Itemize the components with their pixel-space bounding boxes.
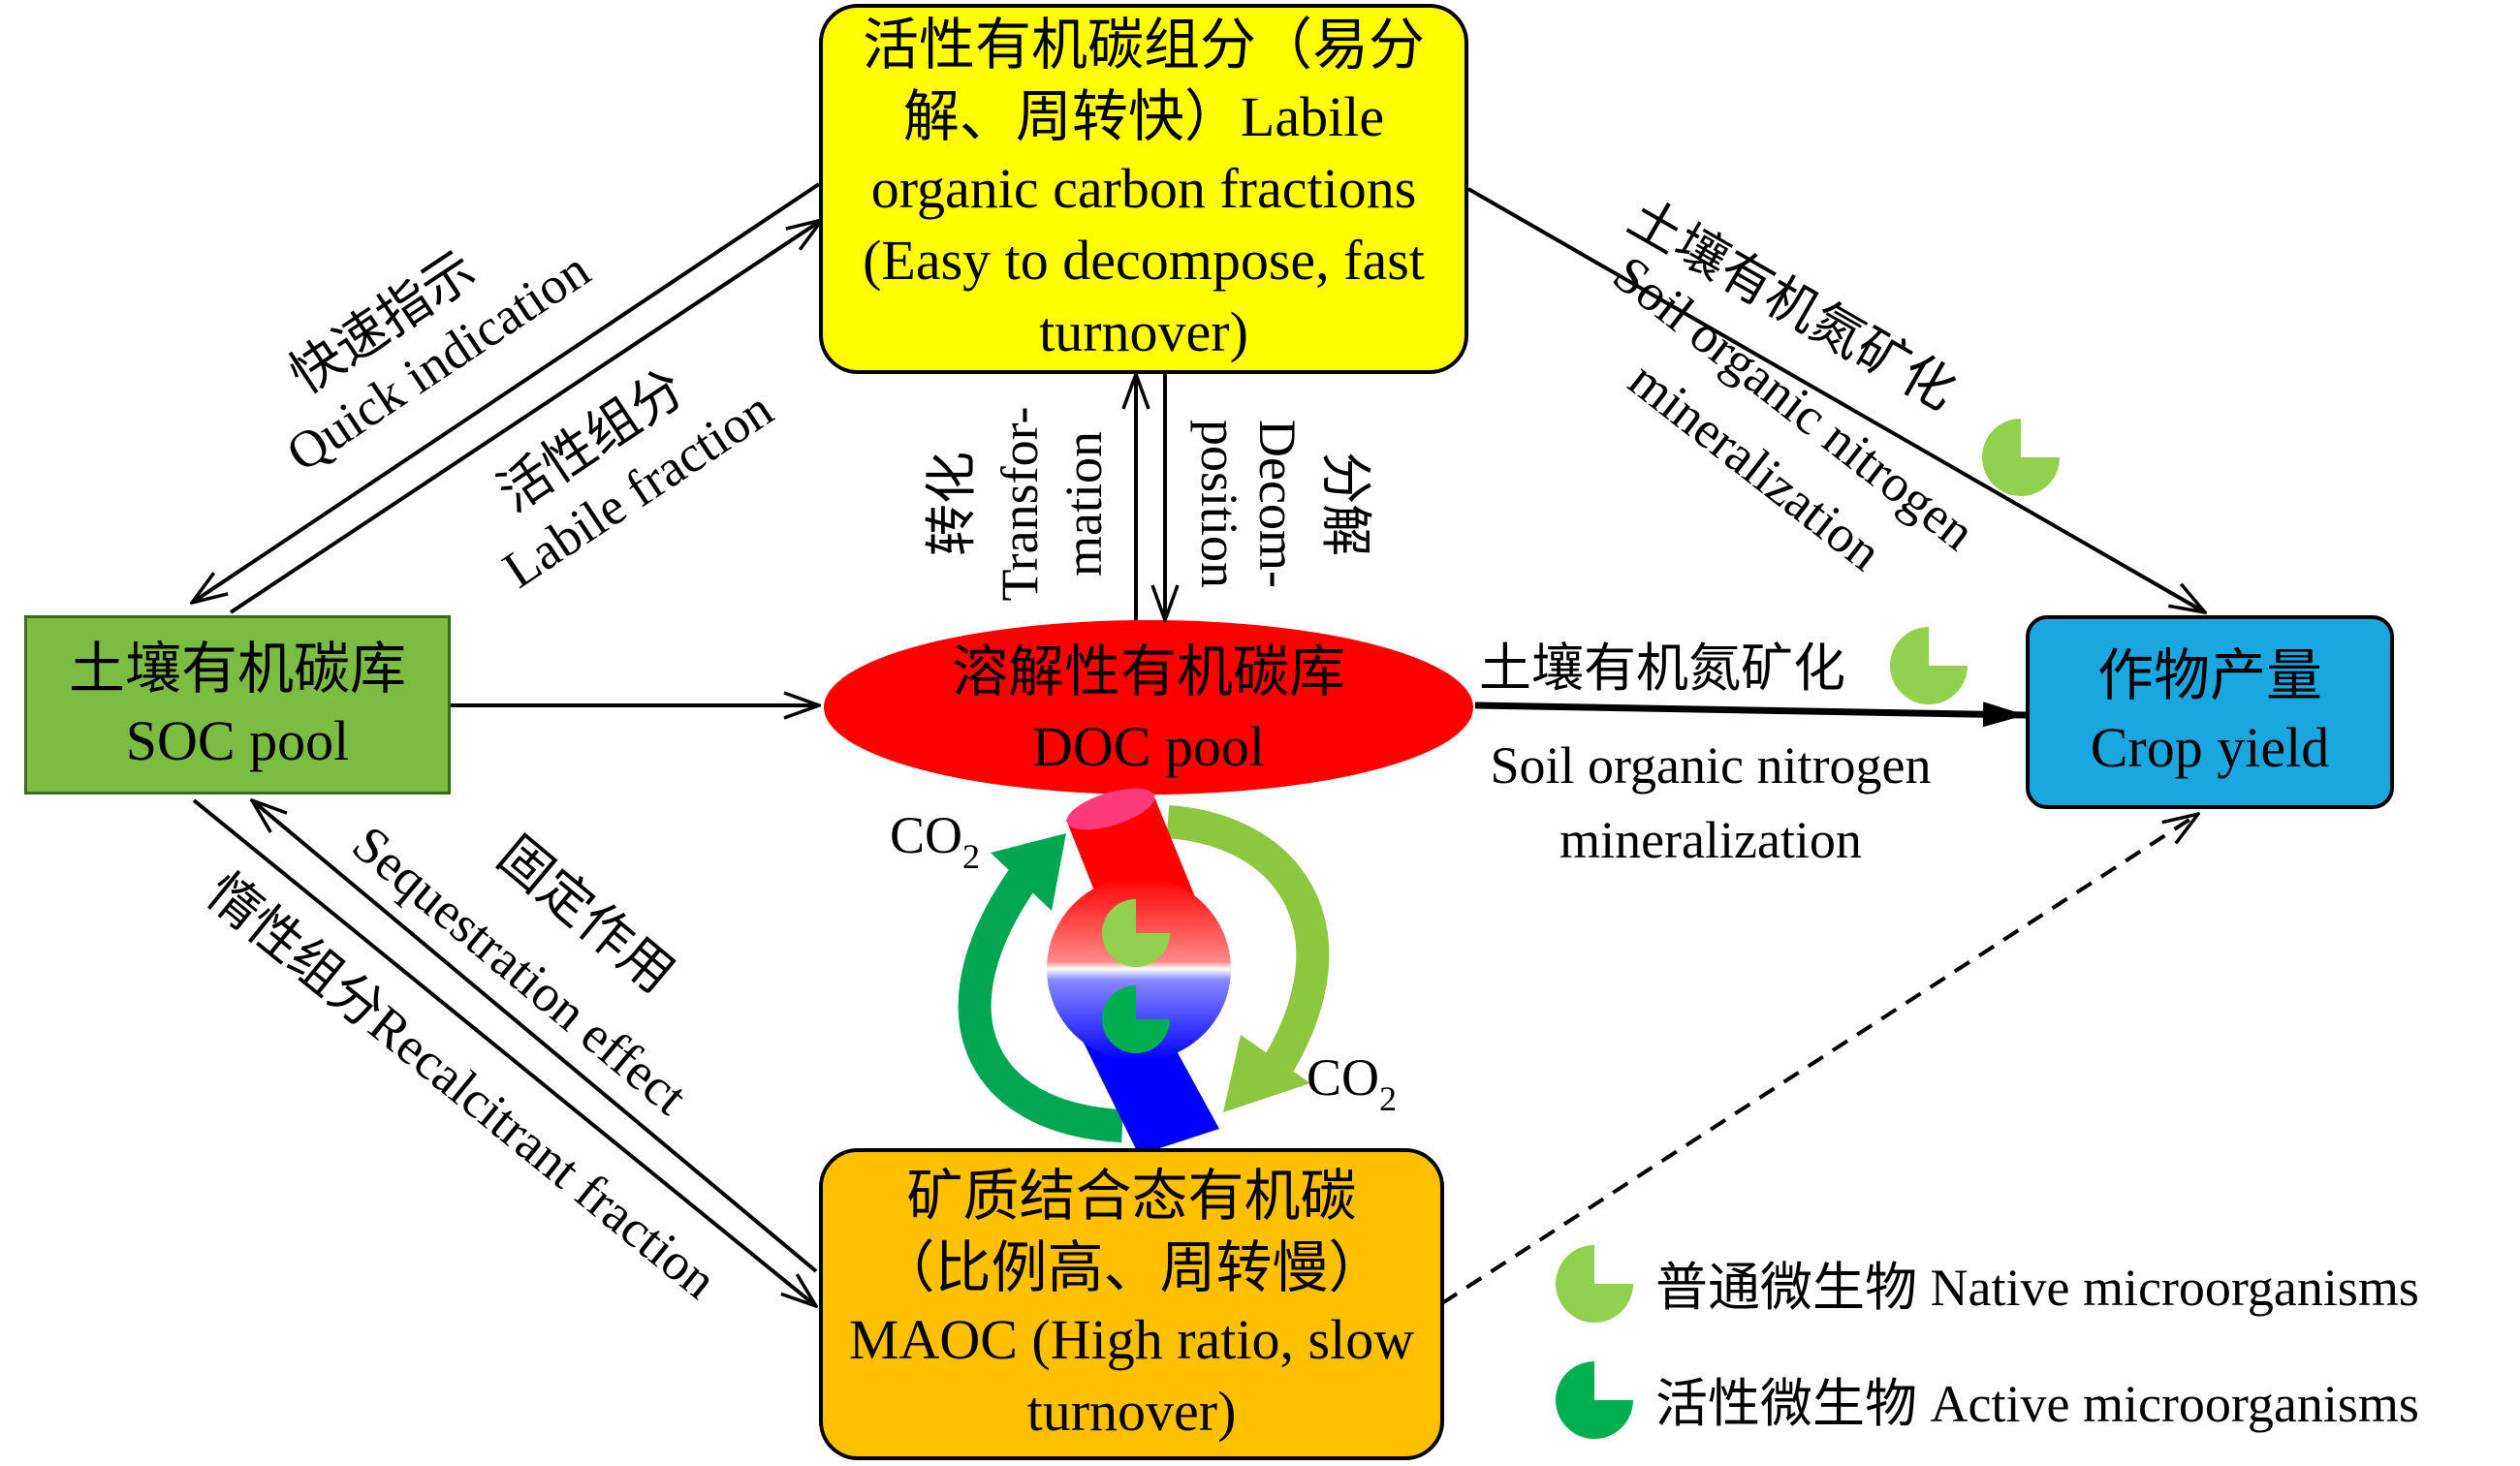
maoc-line-1: 矿质结合态有机碳	[906, 1165, 1357, 1228]
doc-pool-ellipse	[824, 620, 1473, 795]
cycle-arrow-right	[1166, 805, 1330, 1085]
edge-maoc-to-crop	[1440, 814, 2198, 1305]
min-h-en-1: Soil organic nitrogen	[1491, 736, 1932, 795]
co2-label-bottom: CO2	[1307, 1048, 1397, 1118]
soc-line-1: 土壤有机碳库	[68, 637, 406, 701]
min-h-cn: 土壤有机氮矿化	[1479, 639, 1845, 698]
labile-line-5: turnover)	[1039, 300, 1248, 363]
edge-maoc-to-soc	[252, 800, 818, 1273]
microbe-sphere	[1047, 877, 1231, 1061]
doc-pool-label-en: DOC pool	[1032, 715, 1265, 778]
cycle-arrow-right-head	[1223, 1035, 1310, 1112]
edge-labile-to-soc	[192, 182, 821, 603]
min-h-en-2: mineralization	[1559, 811, 1862, 869]
edge-labile-to-crop	[1467, 187, 2205, 612]
cycle-arrow-left	[958, 862, 1123, 1142]
decomp-en-1: Decom-	[1248, 420, 1307, 588]
transform-en-1: Transfor-	[991, 407, 1049, 602]
edge-soc-to-labile	[229, 220, 822, 614]
red-tube-end	[1066, 788, 1155, 830]
labile-line-3: organic carbon fractions	[870, 157, 1417, 220]
transform-cn: 转化	[923, 452, 981, 556]
cycle-arrow-left-head	[991, 833, 1066, 911]
active-microbe-icon-sphere	[1102, 985, 1170, 1053]
soc-line-2: SOC pool	[125, 708, 350, 772]
decomp-en-2: position	[1190, 420, 1248, 588]
decomp-cn: 分解	[1316, 452, 1374, 556]
co2-label-top: CO2	[890, 806, 980, 876]
labile-carbon-box: 活性有机碳组分（易分 解、周转快）Labile organic carbon f…	[819, 4, 1468, 374]
native-microbe-icon-horizontal	[1890, 627, 1968, 704]
transform-en-2: mation	[1055, 431, 1113, 577]
crop-line-1: 作物产量	[2096, 644, 2322, 707]
edge-soc-to-maoc	[192, 798, 816, 1306]
legend-active-label: 活性微生物 Active microorganisms	[1655, 1375, 2419, 1433]
legend-native-icon	[1556, 1245, 1633, 1323]
labile-line-1: 活性有机碳组分（易分	[862, 14, 1425, 77]
maoc-line-3: MAOC (High ratio, slow	[848, 1308, 1415, 1371]
maoc-line-2: （比例高、周转慢）	[878, 1236, 1385, 1299]
labile-line-2: 解、周转快）Labile	[902, 85, 1385, 148]
soc-pool-box: 土壤有机碳库 SOC pool	[24, 615, 451, 795]
doc-pool-label-cn: 溶解性有机碳库	[952, 640, 1345, 703]
labile-line-4: (Easy to decompose, fast	[863, 229, 1425, 292]
legend-native-label: 普通微生物 Native microorganisms	[1655, 1259, 2419, 1317]
legend-active-icon	[1556, 1361, 1633, 1439]
crop-line-2: Crop yield	[2090, 716, 2330, 779]
legend: 普通微生物 Native microorganisms 活性微生物 Active…	[1556, 1245, 2419, 1439]
microbial-cycle: CO2 CO2	[890, 788, 1397, 1155]
native-microbe-icon-sphere	[1102, 899, 1170, 967]
edge-doc-to-crop	[1474, 702, 2027, 728]
maoc-line-4: turnover)	[1026, 1380, 1237, 1443]
maoc-box: 矿质结合态有机碳 （比例高、周转慢） MAOC (High ratio, slo…	[819, 1148, 1444, 1460]
crop-yield-box: 作物产量 Crop yield	[2026, 615, 2394, 809]
native-microbe-icon-diag	[1982, 419, 2060, 496]
